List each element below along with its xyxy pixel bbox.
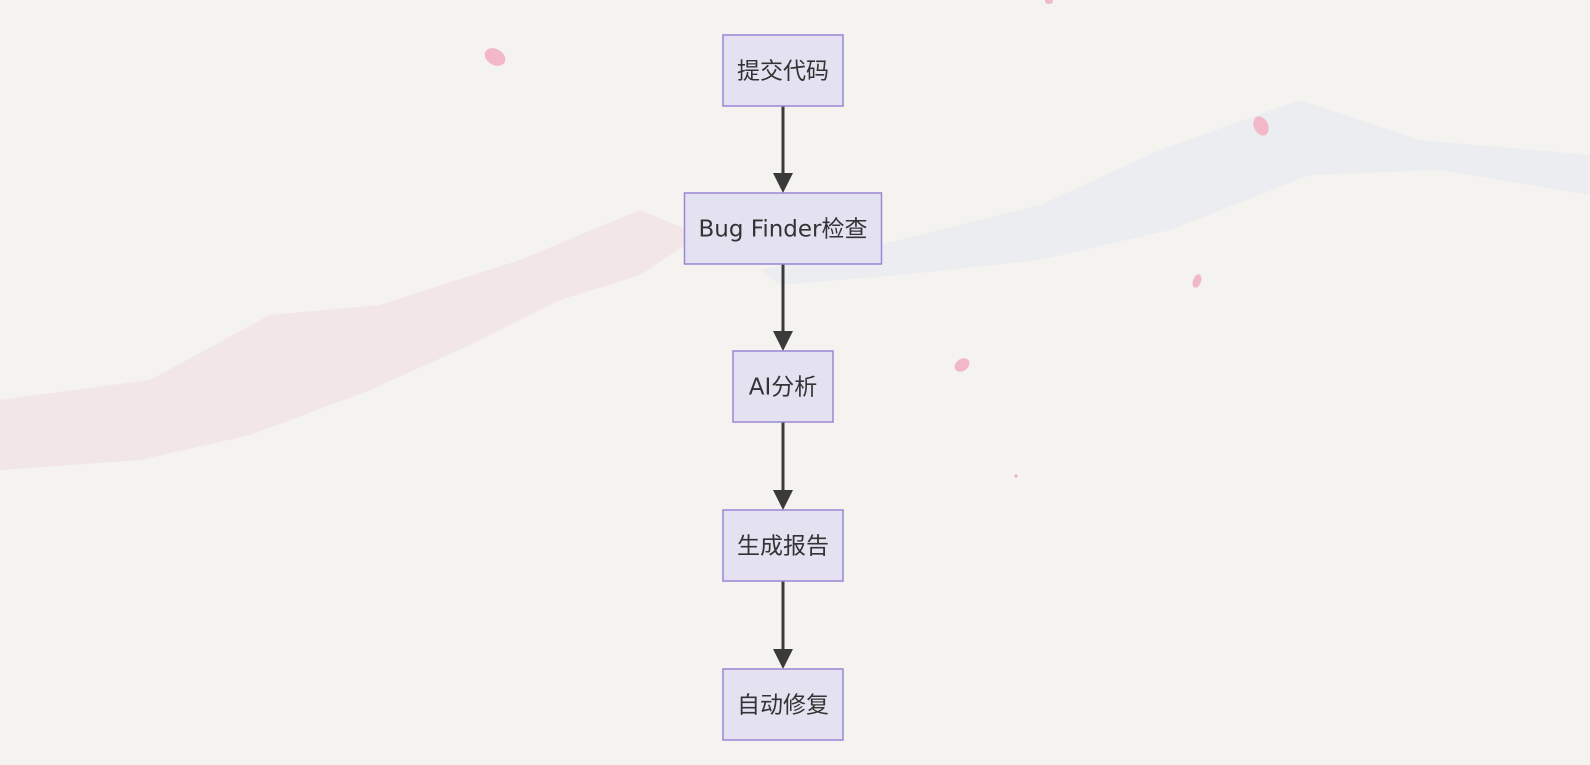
flowchart-node-bugfinder: Bug Finder检查 — [683, 192, 883, 265]
flowchart-node-ai: AI分析 — [732, 350, 834, 423]
petal-decoration — [484, 48, 506, 66]
edge-arrowhead — [773, 649, 793, 669]
edge-arrowhead — [773, 173, 793, 193]
node-label: Bug Finder检查 — [699, 217, 868, 243]
flowchart-edge-report-to-fix — [773, 581, 793, 669]
flowchart-edge-submit-to-bugfinder — [773, 106, 793, 193]
flowchart-edge-bugfinder-to-ai — [773, 264, 793, 351]
node-box — [722, 509, 844, 582]
node-label: 生成报告 — [737, 534, 829, 560]
edge-arrowhead — [773, 331, 793, 351]
petal-decoration — [1045, 0, 1053, 4]
flowchart-node-submit: 提交代码 — [722, 34, 844, 107]
petal-decoration — [1014, 474, 1018, 478]
flowchart-edges — [773, 106, 793, 669]
edge-arrowhead — [773, 490, 793, 510]
node-box — [683, 192, 883, 265]
node-box — [732, 350, 834, 423]
node-box — [722, 668, 844, 741]
flowchart-node-fix: 自动修复 — [722, 668, 844, 741]
petal-decoration — [1253, 116, 1269, 136]
node-label: 自动修复 — [737, 693, 829, 719]
petal-decoration — [1192, 274, 1202, 288]
node-label: 提交代码 — [737, 59, 829, 85]
petal-decoration — [954, 358, 970, 372]
node-label: AI分析 — [749, 375, 818, 401]
pink-ribbon-decoration — [0, 210, 700, 470]
flowchart-edge-ai-to-report — [773, 422, 793, 510]
node-box — [722, 34, 844, 107]
flowchart-node-report: 生成报告 — [722, 509, 844, 582]
blue-ribbon-decoration — [760, 100, 1590, 285]
